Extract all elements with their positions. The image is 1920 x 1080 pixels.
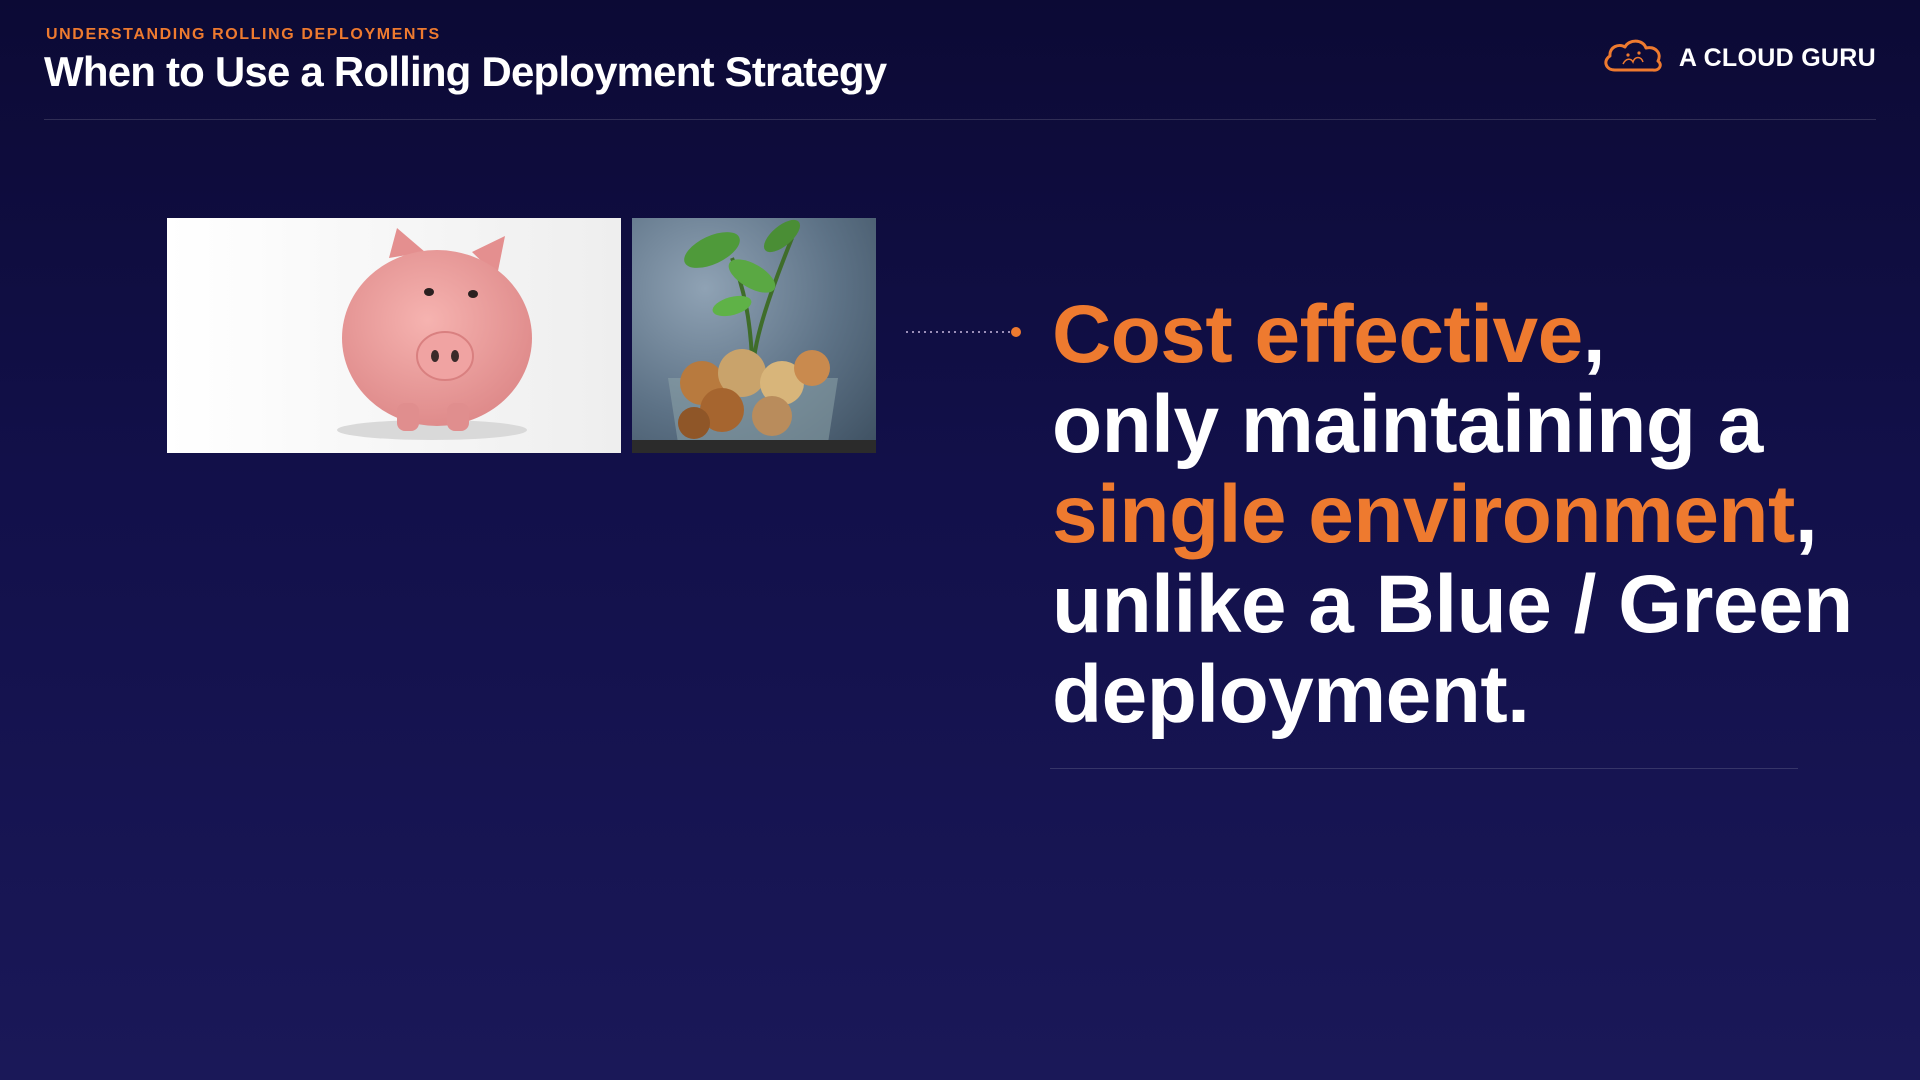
headline-line-4: unlike a Blue / Green (1052, 559, 1853, 650)
headline-line-2: only maintaining a (1052, 379, 1763, 470)
coins-plant-photo (632, 218, 876, 453)
headline-highlight-cost: Cost effective (1052, 289, 1583, 380)
headline-line-3: single environment, (1052, 470, 1902, 560)
brand-logo: A CLOUD GURU (1601, 36, 1876, 81)
headline-highlight-environment: single environment (1052, 469, 1795, 560)
headline-line-1: Cost effective, (1052, 290, 1902, 380)
slide-title: When to Use a Rolling Deployment Strateg… (44, 48, 887, 95)
headline-divider (1050, 768, 1798, 769)
header-divider (44, 119, 1876, 120)
cloud-logo-icon (1601, 36, 1665, 81)
piggy-bank-photo (167, 218, 621, 453)
slide-eyebrow: UNDERSTANDING ROLLING DEPLOYMENTS (46, 26, 441, 43)
headline: Cost effective, only maintaining a singl… (1052, 290, 1902, 740)
headline-comma-1: , (1582, 289, 1606, 380)
callout-connector (906, 327, 1021, 337)
brand-name: A CLOUD GURU (1678, 44, 1876, 72)
headline-comma-2: , (1794, 469, 1818, 560)
headline-line-5: deployment. (1052, 649, 1530, 740)
